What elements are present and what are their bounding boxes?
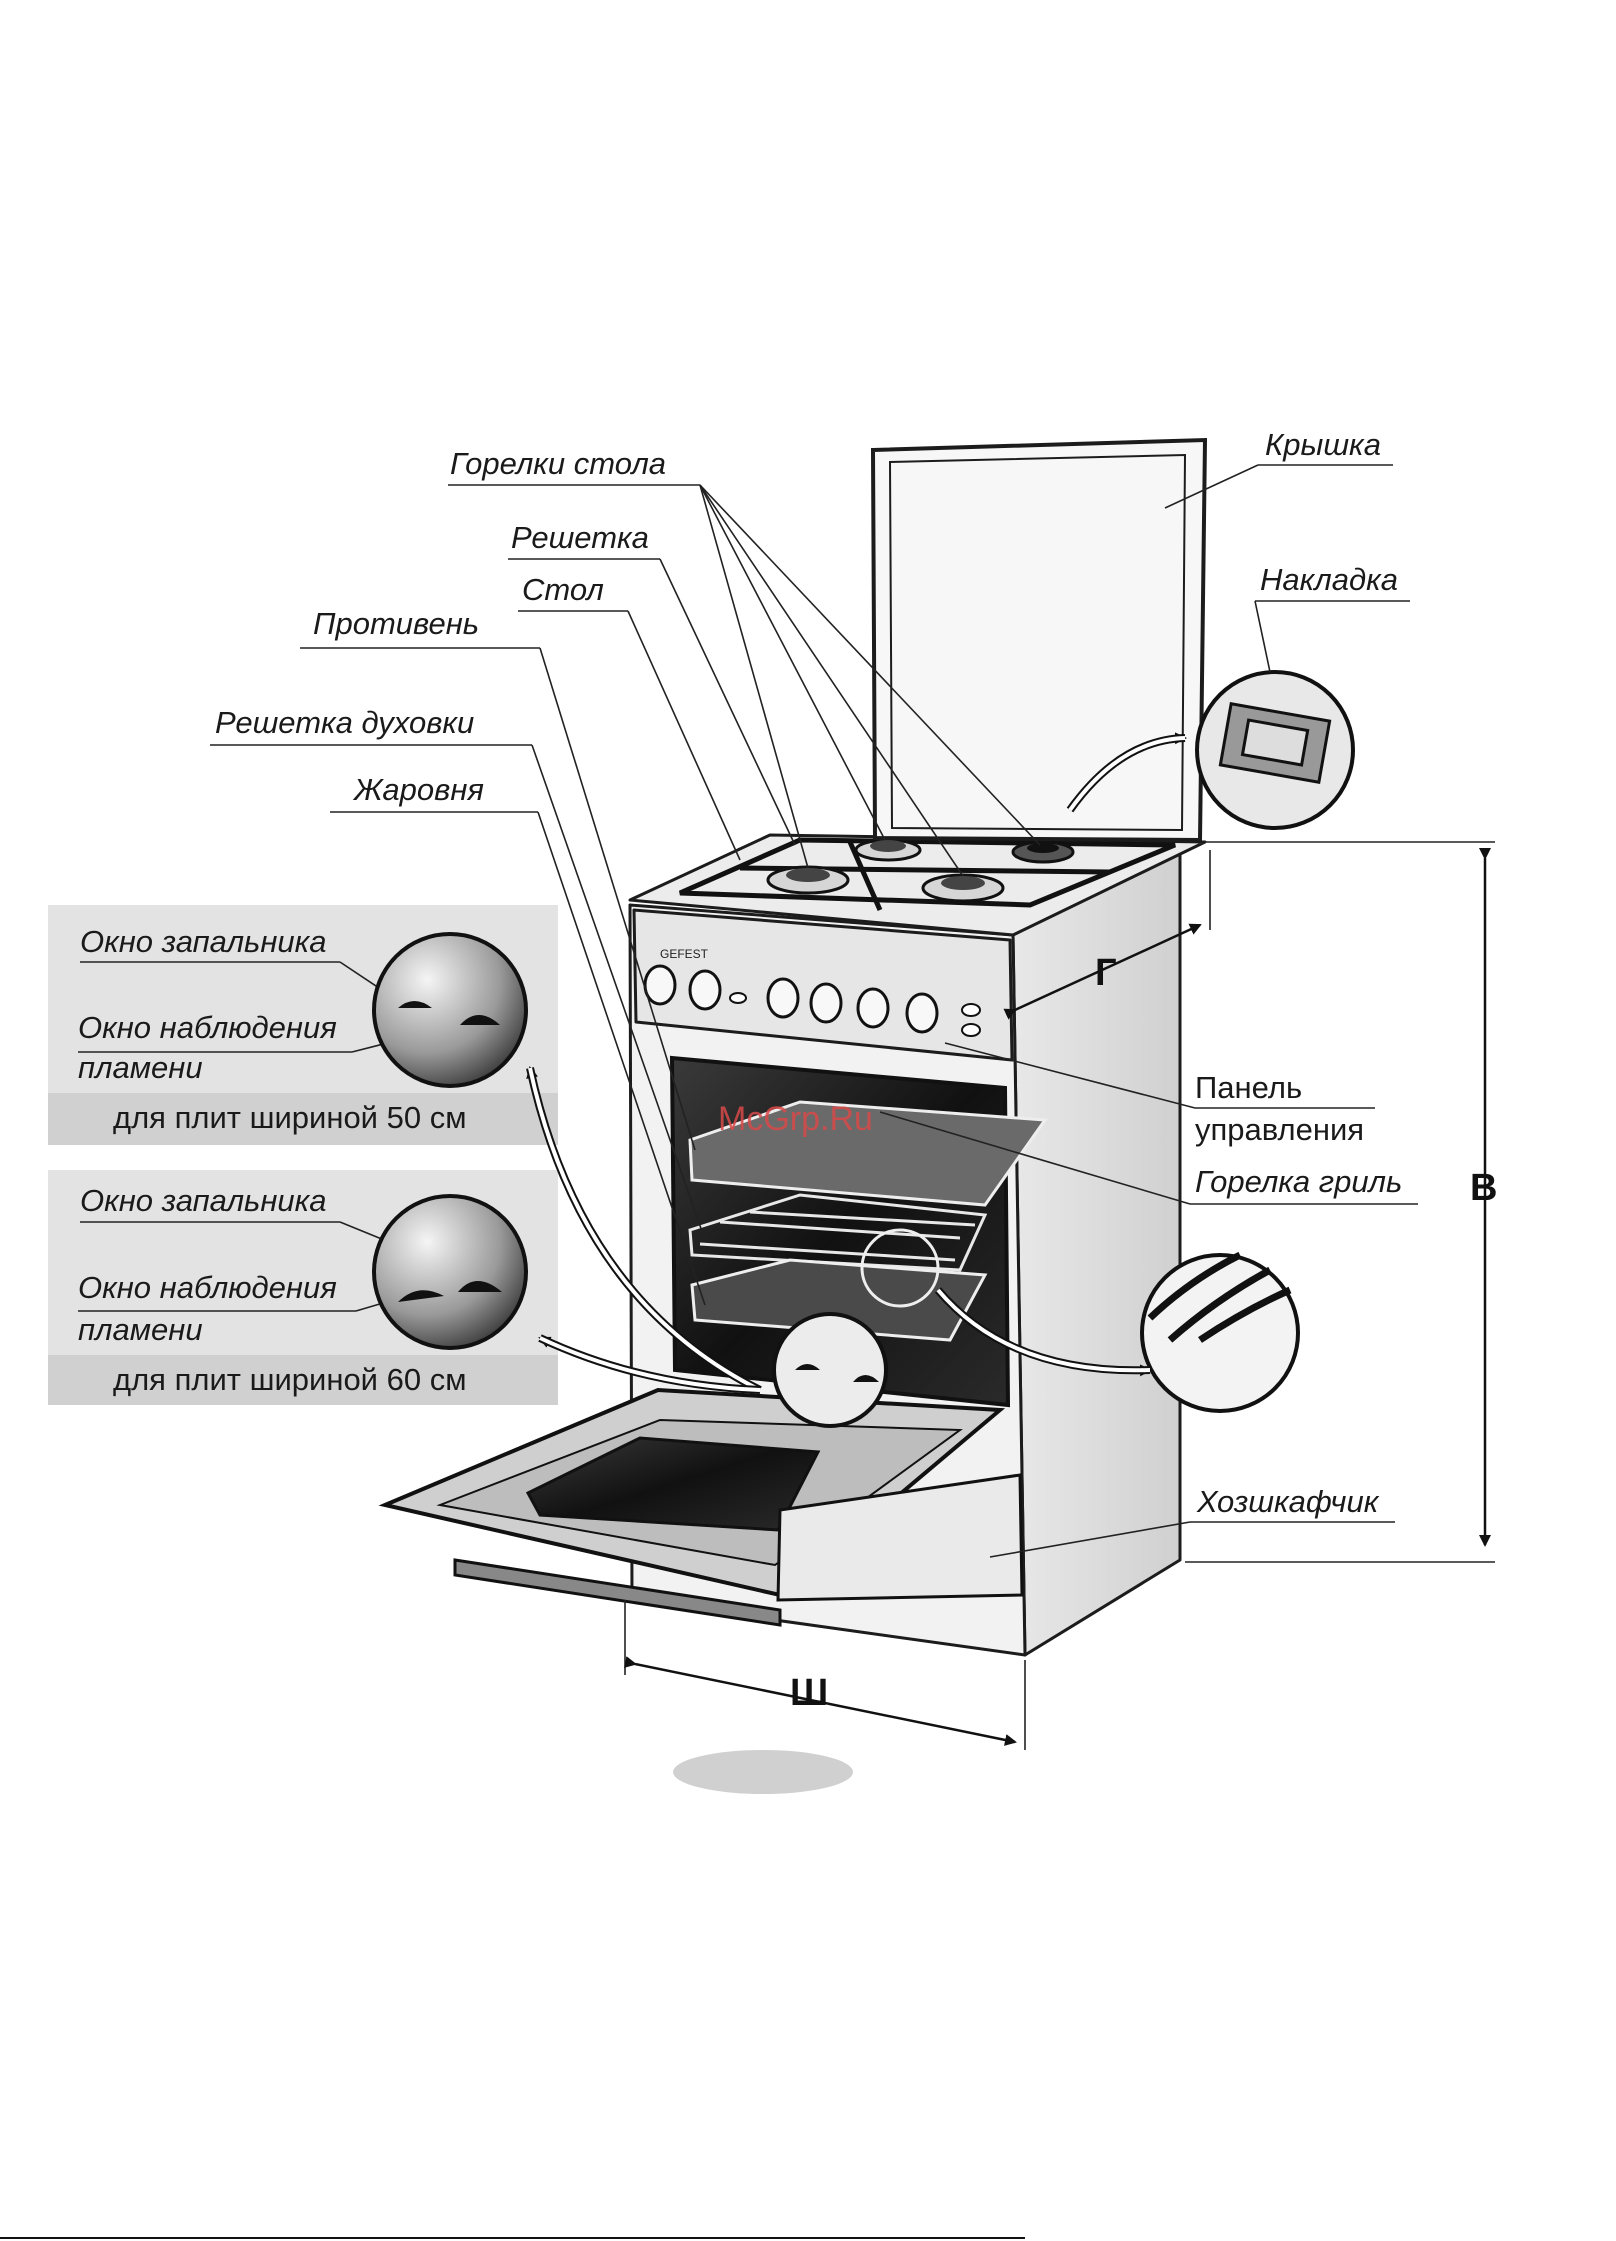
label-tray: Противень [313,606,479,641]
inset-60-flame-label-1: Окно наблюдения [78,1270,337,1305]
inset-50-igniter-label: Окно запальника [80,924,327,959]
dim-depth-label: Г [1095,952,1117,994]
flame-window-magnifier-icon [774,1314,886,1426]
inset-50-flame-label-1: Окно наблюдения [78,1010,337,1045]
magnifier-lens-icon [374,1196,526,1348]
inset-60-flame-label-2: пламени [78,1312,203,1347]
dim-width-label: Ш [790,1672,828,1714]
label-roaster: Жаровня [352,772,484,807]
label-grill-burner: Горелка гриль [1195,1164,1402,1199]
magnifier-lens-icon [374,934,526,1086]
watermark: McGrp.Ru [718,1100,873,1138]
label-burners: Горелки стола [450,446,666,481]
floor-shadow [673,1750,853,1794]
inset-60-igniter-label: Окно запальника [80,1183,327,1218]
lid [873,440,1205,840]
label-lid: Крышка [1265,427,1381,462]
inset-60cm: Окно запальника Окно наблюдения пламени … [48,1170,558,1405]
label-overlay: Накладка [1260,562,1398,597]
label-oven-rack: Решетка духовки [215,705,474,740]
inset-60-caption: для плит шириной 60 см [113,1362,467,1397]
inset-50-flame-label-2: пламени [78,1050,203,1085]
dim-height-label: В [1470,1167,1497,1209]
grill-magnifier-icon [1142,1255,1298,1411]
label-control-panel-2: управления [1195,1112,1364,1147]
inset-50cm: Окно запальника Окно наблюдения пламени … [48,905,558,1145]
label-control-panel-1: Панель [1195,1070,1302,1105]
label-grate: Решетка [511,520,649,555]
label-table: Стол [522,572,604,607]
brand-logo: GEFEST [660,947,709,961]
label-cabinet: Хозшкафчик [1196,1484,1380,1519]
inset-50-caption: для плит шириной 50 см [113,1100,467,1135]
